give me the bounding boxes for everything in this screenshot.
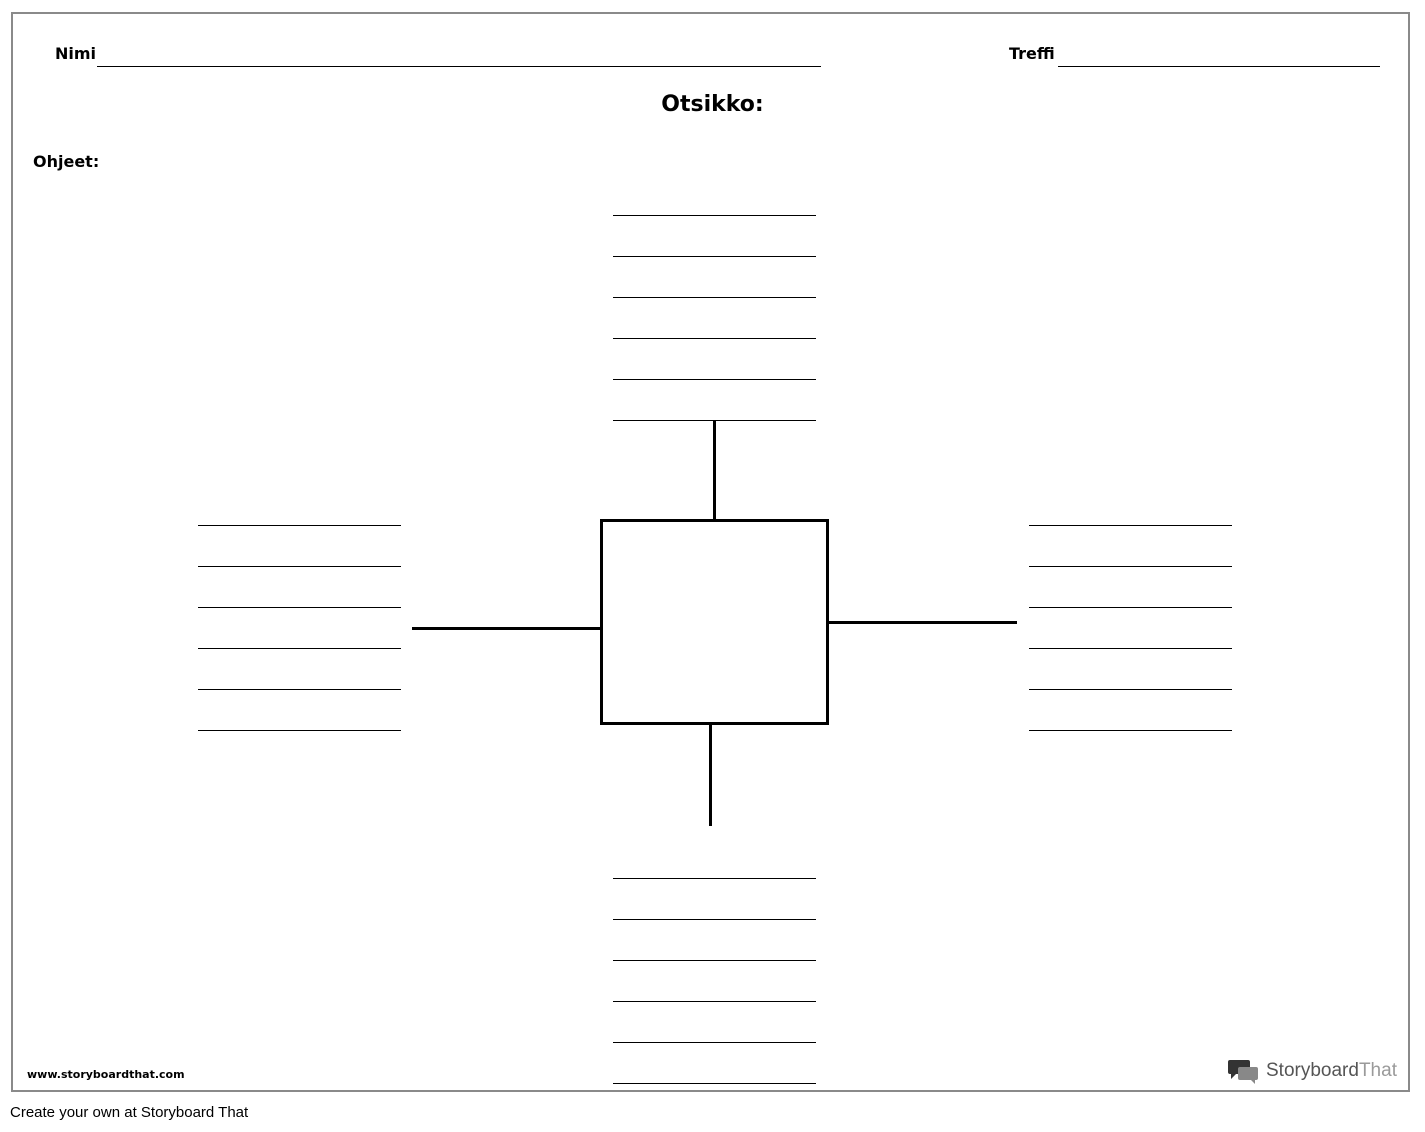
answer-line[interactable] <box>198 607 401 608</box>
footer-url: www.storyboardthat.com <box>27 1068 185 1081</box>
answer-line[interactable] <box>613 1083 816 1084</box>
name-field-line[interactable] <box>97 66 821 67</box>
answer-line[interactable] <box>613 338 816 339</box>
logo-bold-text: Storyboard <box>1266 1060 1359 1081</box>
right-connector <box>828 621 1017 624</box>
answer-line[interactable] <box>1029 730 1232 731</box>
answer-line[interactable] <box>198 689 401 690</box>
answer-line[interactable] <box>613 215 816 216</box>
storyboardthat-logo: StoryboardThat <box>1228 1057 1397 1085</box>
page-title: Otsikko: <box>661 92 764 117</box>
answer-line[interactable] <box>613 919 816 920</box>
answer-line[interactable] <box>613 379 816 380</box>
answer-line[interactable] <box>198 566 401 567</box>
answer-line[interactable] <box>198 525 401 526</box>
date-field-line[interactable] <box>1058 66 1380 67</box>
date-label: Treffi <box>1009 44 1055 63</box>
answer-line[interactable] <box>1029 566 1232 567</box>
logo-light-text: That <box>1358 1060 1397 1081</box>
left-connector <box>412 627 601 630</box>
answer-line[interactable] <box>613 297 816 298</box>
top-connector <box>713 421 716 520</box>
answer-line[interactable] <box>613 256 816 257</box>
speech-bubbles-icon <box>1228 1060 1258 1084</box>
answer-line[interactable] <box>613 1001 816 1002</box>
answer-line[interactable] <box>1029 607 1232 608</box>
answer-line[interactable] <box>613 878 816 879</box>
answer-line[interactable] <box>613 420 816 421</box>
answer-line[interactable] <box>613 960 816 961</box>
caption: Create your own at Storyboard That <box>10 1104 249 1121</box>
central-topic-box[interactable] <box>600 519 829 725</box>
logo-wordmark: StoryboardThat <box>1266 1060 1397 1082</box>
name-label: Nimi <box>55 44 97 63</box>
answer-line[interactable] <box>613 1042 816 1043</box>
answer-line[interactable] <box>1029 689 1232 690</box>
answer-line[interactable] <box>1029 648 1232 649</box>
instructions-label: Ohjeet: <box>33 152 100 171</box>
worksheet: Nimi Treffi Otsikko: Ohjeet: <box>11 12 1410 1092</box>
bottom-connector <box>709 724 712 826</box>
answer-line[interactable] <box>198 648 401 649</box>
answer-line[interactable] <box>198 730 401 731</box>
answer-line[interactable] <box>1029 525 1232 526</box>
